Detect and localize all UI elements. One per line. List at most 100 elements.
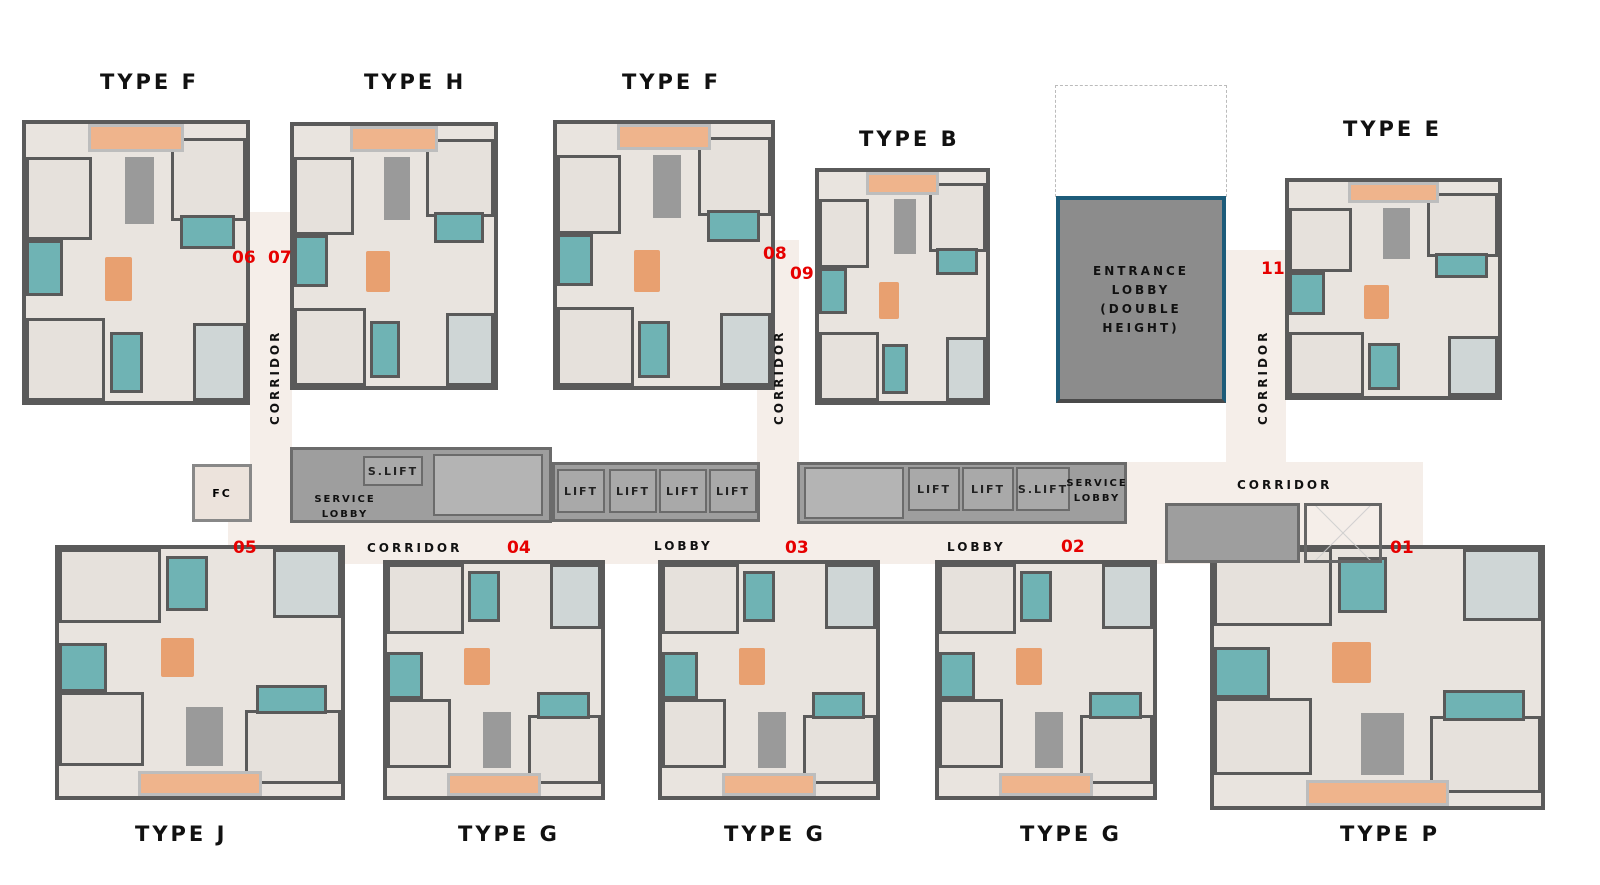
bathroom: [256, 684, 327, 715]
bedroom: [245, 709, 341, 784]
stair: [804, 467, 904, 519]
unit-plan-07[interactable]: [290, 122, 498, 390]
bedroom: [557, 307, 635, 386]
service-lift: S.LIFT: [363, 456, 423, 486]
bedroom: [662, 564, 740, 634]
bathroom: [819, 268, 848, 314]
bathroom: [1338, 556, 1388, 614]
dining-table: [1016, 647, 1042, 685]
unit-plan-06[interactable]: [22, 120, 250, 405]
lift: LIFT: [709, 469, 757, 513]
unit-plan-02[interactable]: [935, 560, 1157, 800]
living-sofa: [125, 157, 154, 224]
balcony: [87, 124, 185, 152]
corridor-label: CORRIDOR: [268, 329, 282, 425]
unit-plan-04[interactable]: [383, 560, 605, 800]
bathroom: [536, 691, 591, 720]
living-sofa: [1361, 713, 1404, 776]
living-sofa: [758, 712, 787, 769]
dining-table: [105, 256, 132, 302]
dining-table: [464, 647, 490, 685]
bedroom: [387, 698, 452, 769]
service-lobby-label-right: SERVICE LOBBY: [1066, 478, 1128, 504]
unit-type-label: TYPE H: [364, 70, 467, 94]
stair: [433, 454, 543, 516]
bathroom: [882, 343, 908, 395]
bedroom: [294, 157, 354, 236]
lift-label: LIFT: [970, 482, 1006, 496]
unit-type-label: TYPE G: [458, 822, 560, 846]
entrance-canopy-outline: [1055, 85, 1227, 197]
bathroom: [166, 556, 209, 611]
unit-type-label: TYPE J: [135, 822, 228, 846]
bathroom: [939, 652, 976, 699]
unit-plan-05[interactable]: [55, 545, 345, 800]
bathroom: [557, 234, 594, 287]
kitchen: [1447, 336, 1498, 396]
balcony: [865, 172, 940, 195]
lift: LIFT: [962, 467, 1014, 511]
fire-control-room: FC: [192, 464, 252, 522]
living-sofa: [653, 155, 682, 219]
bedroom: [698, 137, 771, 216]
bedroom: [939, 698, 1004, 769]
bedroom: [26, 317, 106, 401]
entrance-lobby: ENTRANCE LOBBY (DOUBLE HEIGHT): [1056, 196, 1226, 403]
unit-number: 08: [763, 244, 787, 264]
bedroom: [59, 692, 144, 767]
unit-number: 05: [233, 538, 257, 558]
bathroom: [59, 642, 107, 693]
bedroom: [1289, 331, 1365, 396]
kitchen: [193, 323, 246, 401]
bedroom: [819, 199, 870, 269]
bathroom: [468, 570, 501, 622]
kitchen: [824, 564, 876, 629]
unit-type-label: TYPE F: [622, 70, 721, 94]
core-right: LIFT LIFT S.LIFT: [797, 462, 1127, 524]
lift: LIFT: [659, 469, 707, 513]
unit-number: 01: [1390, 538, 1414, 558]
dining-table: [160, 637, 195, 678]
lift-label: LIFT: [715, 484, 751, 498]
unit-number: 09: [790, 264, 814, 284]
balcony: [350, 126, 438, 152]
kitchen: [273, 549, 341, 619]
unit-plan-03[interactable]: [658, 560, 880, 800]
bathroom: [1368, 342, 1400, 390]
balcony: [137, 771, 263, 796]
kitchen: [719, 312, 771, 386]
fire-control-label: FC: [212, 486, 232, 500]
unit-number: 07: [268, 248, 292, 268]
unit-plan-08[interactable]: [553, 120, 775, 390]
service-lift: S.LIFT: [1016, 467, 1070, 511]
lift-label: LIFT: [916, 482, 952, 496]
bedroom: [939, 564, 1017, 634]
unit-type-label: TYPE P: [1340, 822, 1440, 846]
bathroom: [1435, 252, 1488, 279]
living-sofa: [185, 707, 223, 767]
living-sofa: [483, 712, 512, 769]
dining-table: [366, 250, 390, 293]
unit-plan-09[interactable]: [815, 168, 990, 405]
kitchen: [945, 336, 986, 401]
unit-plan-01[interactable]: [1210, 545, 1545, 810]
bedroom: [557, 155, 622, 235]
lift: LIFT: [908, 467, 960, 511]
bathroom: [1020, 570, 1053, 622]
unit-number: 03: [785, 538, 809, 558]
dining-table: [739, 647, 765, 685]
bathroom: [706, 210, 761, 242]
unit-plan-11[interactable]: [1285, 178, 1502, 400]
bathroom: [434, 211, 484, 243]
bedroom: [1080, 714, 1153, 785]
kitchen: [1101, 564, 1153, 629]
bathroom: [387, 652, 424, 699]
bedroom: [662, 698, 727, 769]
balcony: [721, 772, 817, 796]
bedroom: [1429, 716, 1541, 794]
bathroom: [109, 331, 143, 393]
living-sofa: [384, 157, 410, 220]
bathroom: [811, 691, 866, 720]
core-left: S.LIFT: [290, 447, 552, 523]
lift-label: LIFT: [665, 484, 701, 498]
